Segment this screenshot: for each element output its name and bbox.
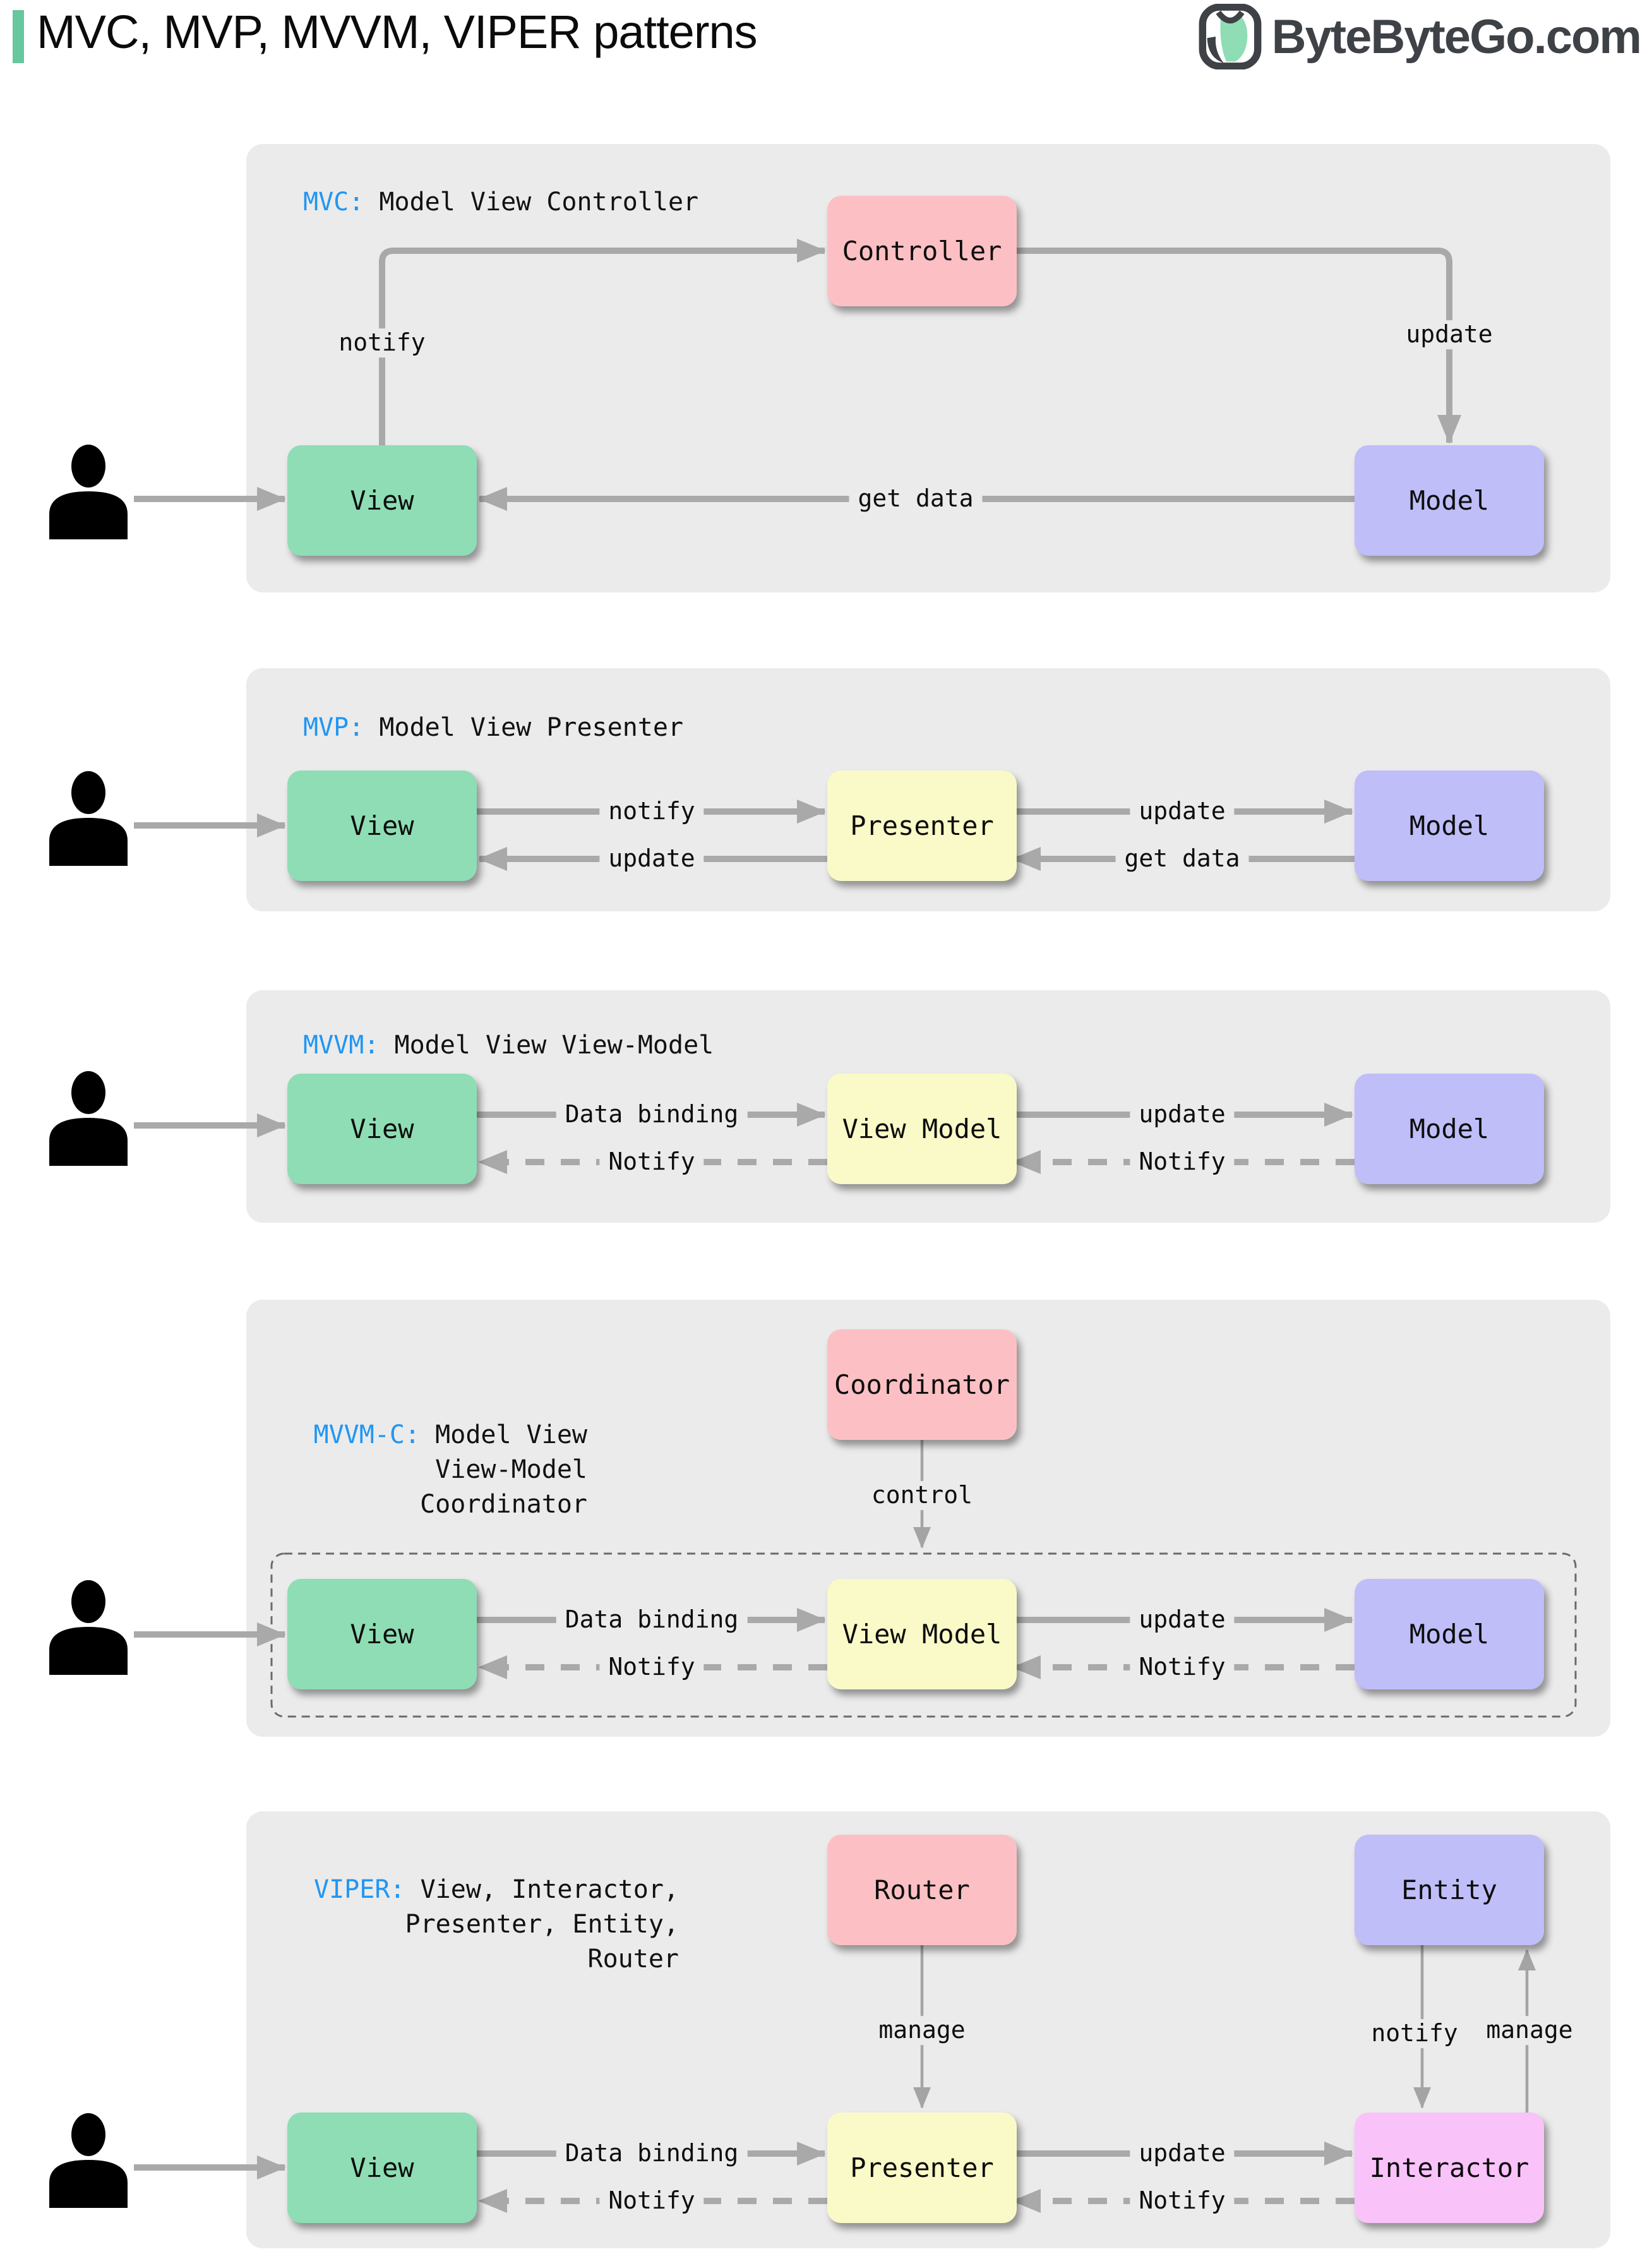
title-accent-bar [13, 10, 24, 63]
node-view: View [287, 2113, 477, 2223]
node-view: View [287, 445, 477, 556]
node-coordinator: Coordinator [827, 1329, 1017, 1440]
node-view: View [287, 1074, 477, 1184]
edge-label-data-binding: Data binding [556, 1100, 748, 1129]
edge-label-notify: Notify [1130, 2186, 1235, 2215]
person-icon [49, 1071, 128, 1166]
person-icon [49, 771, 128, 866]
pattern-name: Model View Presenter [364, 713, 684, 742]
person-icon [49, 1580, 128, 1675]
panel-title-viper: VIPER: View, Interactor, Presenter, Enti… [303, 1873, 679, 1977]
edge-label-get-data: get data [849, 484, 983, 513]
edge-label-notify: Notify [1130, 1653, 1235, 1682]
edge-label-update: update [599, 844, 704, 873]
edge-label-notify: Notify [599, 2186, 704, 2215]
person-icon [49, 2113, 128, 2208]
page-title: MVC, MVP, MVVM, VIPER patterns [37, 6, 758, 58]
edge-label-manage: manage [1477, 2016, 1582, 2045]
edge-label-update: update [1397, 320, 1502, 349]
node-model: Model [1355, 770, 1544, 881]
pattern-abbr: MVVM: [303, 1031, 380, 1060]
edge-label-data-binding: Data binding [556, 2139, 748, 2168]
node-model: Model [1355, 1579, 1544, 1689]
pattern-abbr: MVP: [303, 713, 364, 742]
bytebytego-logo-text: ByteByteGo.com [1271, 9, 1642, 64]
pattern-abbr: MVC: [303, 188, 364, 217]
panel-title-mvvm-c: MVVM-C: Model View View-Model Coordinato… [303, 1418, 587, 1523]
pattern-name: View, Interactor, Presenter, Entity, Rou… [405, 1875, 679, 1974]
panel-title-mvvm: MVVM: Model View View-Model [303, 1028, 714, 1063]
pattern-abbr: VIPER: [314, 1875, 405, 1904]
node-view: View [287, 770, 477, 881]
edge-label-notify: notify [1362, 2019, 1467, 2048]
edge-label-control: control [862, 1481, 982, 1510]
edge-label-update: update [1130, 797, 1235, 826]
edge-label-data-binding: Data binding [556, 1605, 748, 1634]
pattern-name: Model View View-Model Coordinator [420, 1420, 587, 1520]
panel-title-mvc: MVC: Model View Controller [303, 185, 698, 220]
edge-label-get-data: get data [1115, 844, 1249, 873]
bytebytego-logo-icon [1199, 4, 1262, 69]
edge-label-manage: manage [870, 2016, 974, 2045]
person-icon [49, 445, 128, 539]
node-model: Model [1355, 1074, 1544, 1184]
edge-label-notify: Notify [1130, 1148, 1235, 1177]
edge-label-update: update [1130, 1100, 1235, 1129]
edge-label-notify: Notify [599, 1653, 704, 1682]
node-entity: Entity [1355, 1835, 1544, 1945]
edge-label-update: update [1130, 1605, 1235, 1634]
node-view-model: View Model [827, 1074, 1017, 1184]
node-model: Model [1355, 445, 1544, 556]
edge-label-notify: notify [330, 328, 434, 357]
panel-title-mvp: MVP: Model View Presenter [303, 710, 683, 745]
edge-label-notify: Notify [599, 1148, 704, 1177]
edge-label-notify: notify [599, 797, 704, 826]
pattern-name: Model View View-Model [379, 1031, 714, 1060]
node-view-model: View Model [827, 1579, 1017, 1689]
node-interactor: Interactor [1355, 2113, 1544, 2223]
edge-label-update: update [1130, 2139, 1235, 2168]
pattern-abbr: MVVM-C: [313, 1420, 421, 1449]
bytebytego-logo: ByteByteGo.com [1197, 4, 1642, 69]
node-presenter: Presenter [827, 2113, 1017, 2223]
pattern-name: Model View Controller [364, 188, 699, 217]
node-router: Router [827, 1835, 1017, 1945]
node-view: View [287, 1579, 477, 1689]
node-controller: Controller [827, 196, 1017, 306]
node-presenter: Presenter [827, 770, 1017, 881]
